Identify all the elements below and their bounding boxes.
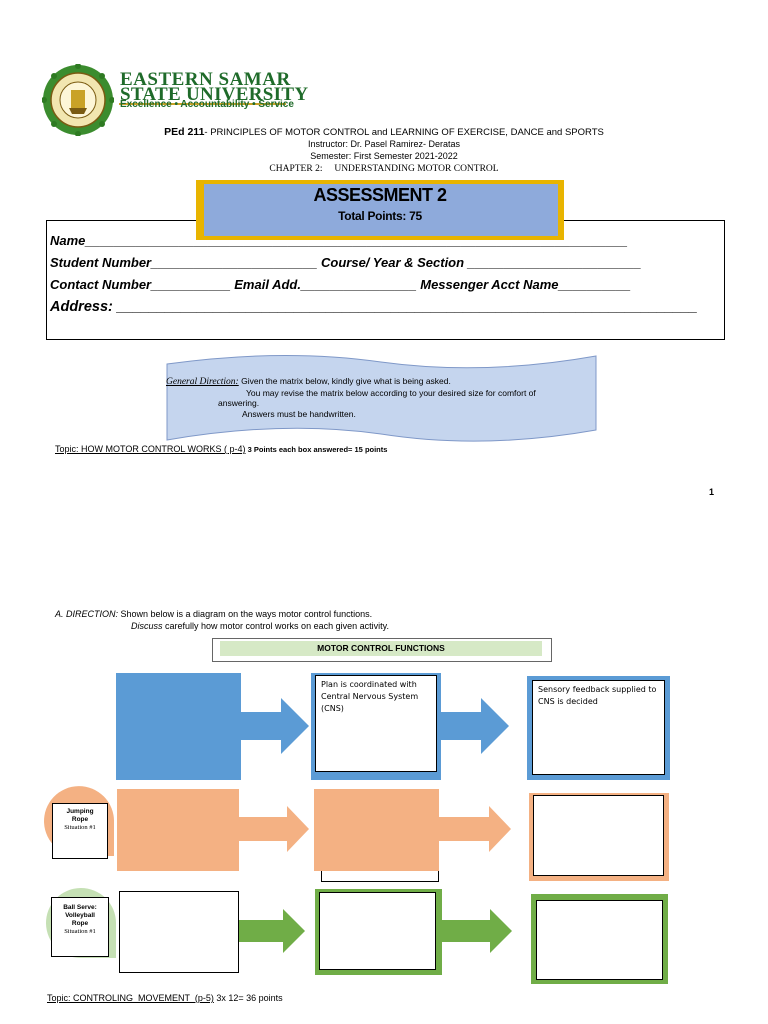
name-field[interactable]: Name____________________________________… — [50, 233, 628, 248]
row3-situation: Situation #1 — [64, 928, 96, 935]
row2-box1[interactable] — [117, 789, 239, 871]
row2-tag-line2: Rope — [71, 816, 89, 823]
general-direction-line1: Given the matrix below, kindly give what… — [238, 376, 451, 386]
direction-a: A. DIRECTION: Shown below is a diagram o… — [55, 608, 389, 632]
semester-line: Semester: First Semester 2021-2022 — [310, 151, 458, 161]
row2-activity-tag: Jumping Rope Situation #1 — [52, 803, 108, 859]
topic2-score: 3x 12= 36 points — [213, 993, 283, 1003]
row2-box2[interactable] — [314, 789, 439, 871]
university-name-line2: STATE UNIVERSITY — [120, 84, 309, 105]
direction-a-discuss: Discuss — [131, 621, 163, 631]
assessment-title: ASSESSMENT 2 — [313, 185, 447, 205]
row1-box3-sensory[interactable]: Sensory feedback supplied to CNS is deci… — [532, 680, 665, 775]
address-field[interactable]: Address: _______________________________… — [50, 299, 698, 315]
direction-scroll-shape — [166, 354, 597, 442]
row3-box1[interactable] — [119, 891, 239, 973]
row1-box1[interactable] — [116, 673, 241, 780]
row3-tag-line1: Ball Serve: — [63, 904, 97, 911]
general-direction: General Direction: Given the matrix belo… — [166, 376, 586, 419]
course-name: - PRINCIPLES OF MOTOR CONTROL and LEARNI… — [204, 127, 604, 138]
university-name-line1: EASTERN SAMAR — [120, 69, 291, 90]
diagram-title-box — [212, 638, 552, 662]
topic1-score: 3 Points each box answered= 15 points — [245, 445, 388, 454]
general-direction-line3: answering. — [218, 398, 260, 408]
row2-situation: Situation #1 — [64, 824, 96, 831]
student-number-field[interactable]: Student Number_______________________ Co… — [50, 255, 642, 270]
assessment-banner-inner — [204, 184, 558, 236]
course-title: PEd 211- PRINCIPLES OF MOTOR CONTROL and… — [0, 126, 768, 138]
row2-arrow1 — [239, 806, 309, 852]
direction-a-line2: carefully how motor control works on eac… — [162, 621, 389, 631]
topic2-label: Topic: CONTROLING MOVEMENT (p-5) — [47, 993, 214, 1003]
course-code: PEd 211 — [164, 126, 205, 138]
row3-activity-tag: Ball Serve: Volleyball Rope Situation #1 — [51, 897, 109, 957]
general-direction-label: General Direction: — [166, 377, 239, 387]
topic1-label: Topic: HOW MOTOR CONTROL WORKS ( p-4) — [55, 444, 246, 454]
university-motto: Excellence • Accountability • Service — [120, 99, 294, 110]
page-number: 1 — [709, 487, 715, 497]
general-direction-line2: You may revise the matrix below accordin… — [246, 387, 536, 398]
plan-text: Plan is coordinated with Central Nervous… — [321, 680, 419, 713]
chapter-line: CHAPTER 2: UNDERSTANDING MOTOR CONTROL — [269, 164, 499, 174]
assessment-points: Total Points: 75 — [338, 209, 422, 223]
row3-tag-line2: Volleyball — [65, 912, 95, 919]
direction-a-line1: Shown below is a diagram on the ways mot… — [118, 609, 373, 619]
topic-how-motor-control-works: Topic: HOW MOTOR CONTROL WORKS ( p-4) 3 … — [55, 444, 387, 454]
row3-box2[interactable] — [319, 892, 436, 970]
row3-box3[interactable] — [536, 900, 663, 980]
contact-field[interactable]: Contact Number___________ Email Add.____… — [50, 277, 631, 292]
row1-arrow1 — [241, 698, 309, 754]
university-seal-logo — [42, 64, 114, 136]
general-direction-line4: Answers must be handwritten. — [242, 408, 356, 419]
row1-box2-plan[interactable]: Plan is coordinated with Central Nervous… — [315, 675, 437, 772]
row1-arrow2 — [441, 698, 509, 754]
row2-arrow2 — [439, 806, 511, 852]
row3-arrow1 — [239, 909, 305, 953]
header-divider — [119, 103, 286, 105]
diagram-title: MOTOR CONTROL FUNCTIONS — [220, 641, 542, 656]
direction-a-label: A. DIRECTION: — [55, 609, 119, 619]
row2-box3[interactable] — [533, 795, 664, 876]
topic-controlling-movement: Topic: CONTROLING MOVEMENT (p-5) 3x 12= … — [47, 993, 283, 1003]
instructor-line: Instructor: Dr. Pasel Ramirez- Deratas — [307, 139, 461, 149]
row3-arrow2 — [442, 909, 512, 953]
row3-tag-line3: Rope — [71, 920, 89, 927]
sensory-text: Sensory feedback supplied to CNS is deci… — [538, 685, 657, 706]
row2-tag-line1: Jumping — [66, 808, 94, 815]
